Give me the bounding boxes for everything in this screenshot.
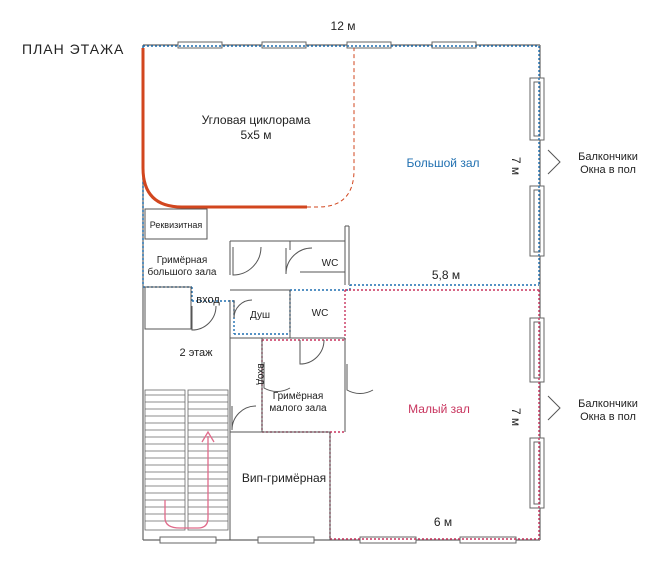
dressing-small-label-2: малого зала — [269, 403, 327, 414]
bottom-windows — [159, 536, 517, 544]
top-windows — [177, 41, 477, 49]
big-hall-outline — [142, 45, 540, 335]
balcony-lower-label: Балкончики — [578, 398, 638, 410]
dimension-top: 12 м — [331, 19, 356, 33]
dressing-small-label: Гримёрная — [273, 391, 324, 402]
interior-walls — [144, 208, 350, 540]
stair-arrow-icon — [164, 436, 209, 529]
cyclorama — [141, 48, 355, 209]
props-room-label: Реквизитная — [150, 220, 203, 230]
big-hall-label: Большой зал — [406, 156, 479, 170]
balcony-upper-label: Балкончики — [578, 151, 638, 163]
right-windows — [529, 77, 545, 509]
wc-lower-label: WC — [312, 308, 329, 319]
entrance-main-label: вход — [196, 294, 220, 306]
cyclorama-label: Угловая циклорама — [202, 113, 311, 127]
doors — [191, 246, 374, 431]
balcony-lower-label-2: Окна в пол — [580, 411, 636, 423]
dimension-small-hall-height: 7 м — [509, 408, 523, 426]
dimension-big-hall-height: 7 м — [509, 157, 523, 175]
balcony-upper-label-2: Окна в пол — [580, 164, 636, 176]
wc-upper-label: WC — [322, 258, 339, 269]
plan-title: ПЛАН ЭТАЖА — [22, 41, 124, 57]
dressing-big-label-2: большого зала — [147, 266, 216, 278]
stair-arrowhead-icon — [201, 430, 215, 443]
staircase — [144, 389, 229, 531]
entrance-side-label: вход — [255, 363, 266, 385]
cyclorama-size-label: 5x5 м — [241, 128, 272, 142]
vip-dressing-label: Вип-гримёрная — [242, 471, 326, 485]
dimension-small-hall-bottom: 6 м — [434, 515, 452, 529]
second-floor-label: 2 этаж — [180, 347, 214, 359]
small-hall-outline — [261, 289, 540, 540]
dimension-big-hall-bottom: 5,8 м — [432, 268, 460, 282]
balcony-brackets — [547, 149, 561, 421]
small-hall-label: Малый зал — [408, 402, 470, 416]
dressing-big-label: Гримёрная — [157, 255, 208, 266]
shower-label: Душ — [250, 310, 270, 321]
